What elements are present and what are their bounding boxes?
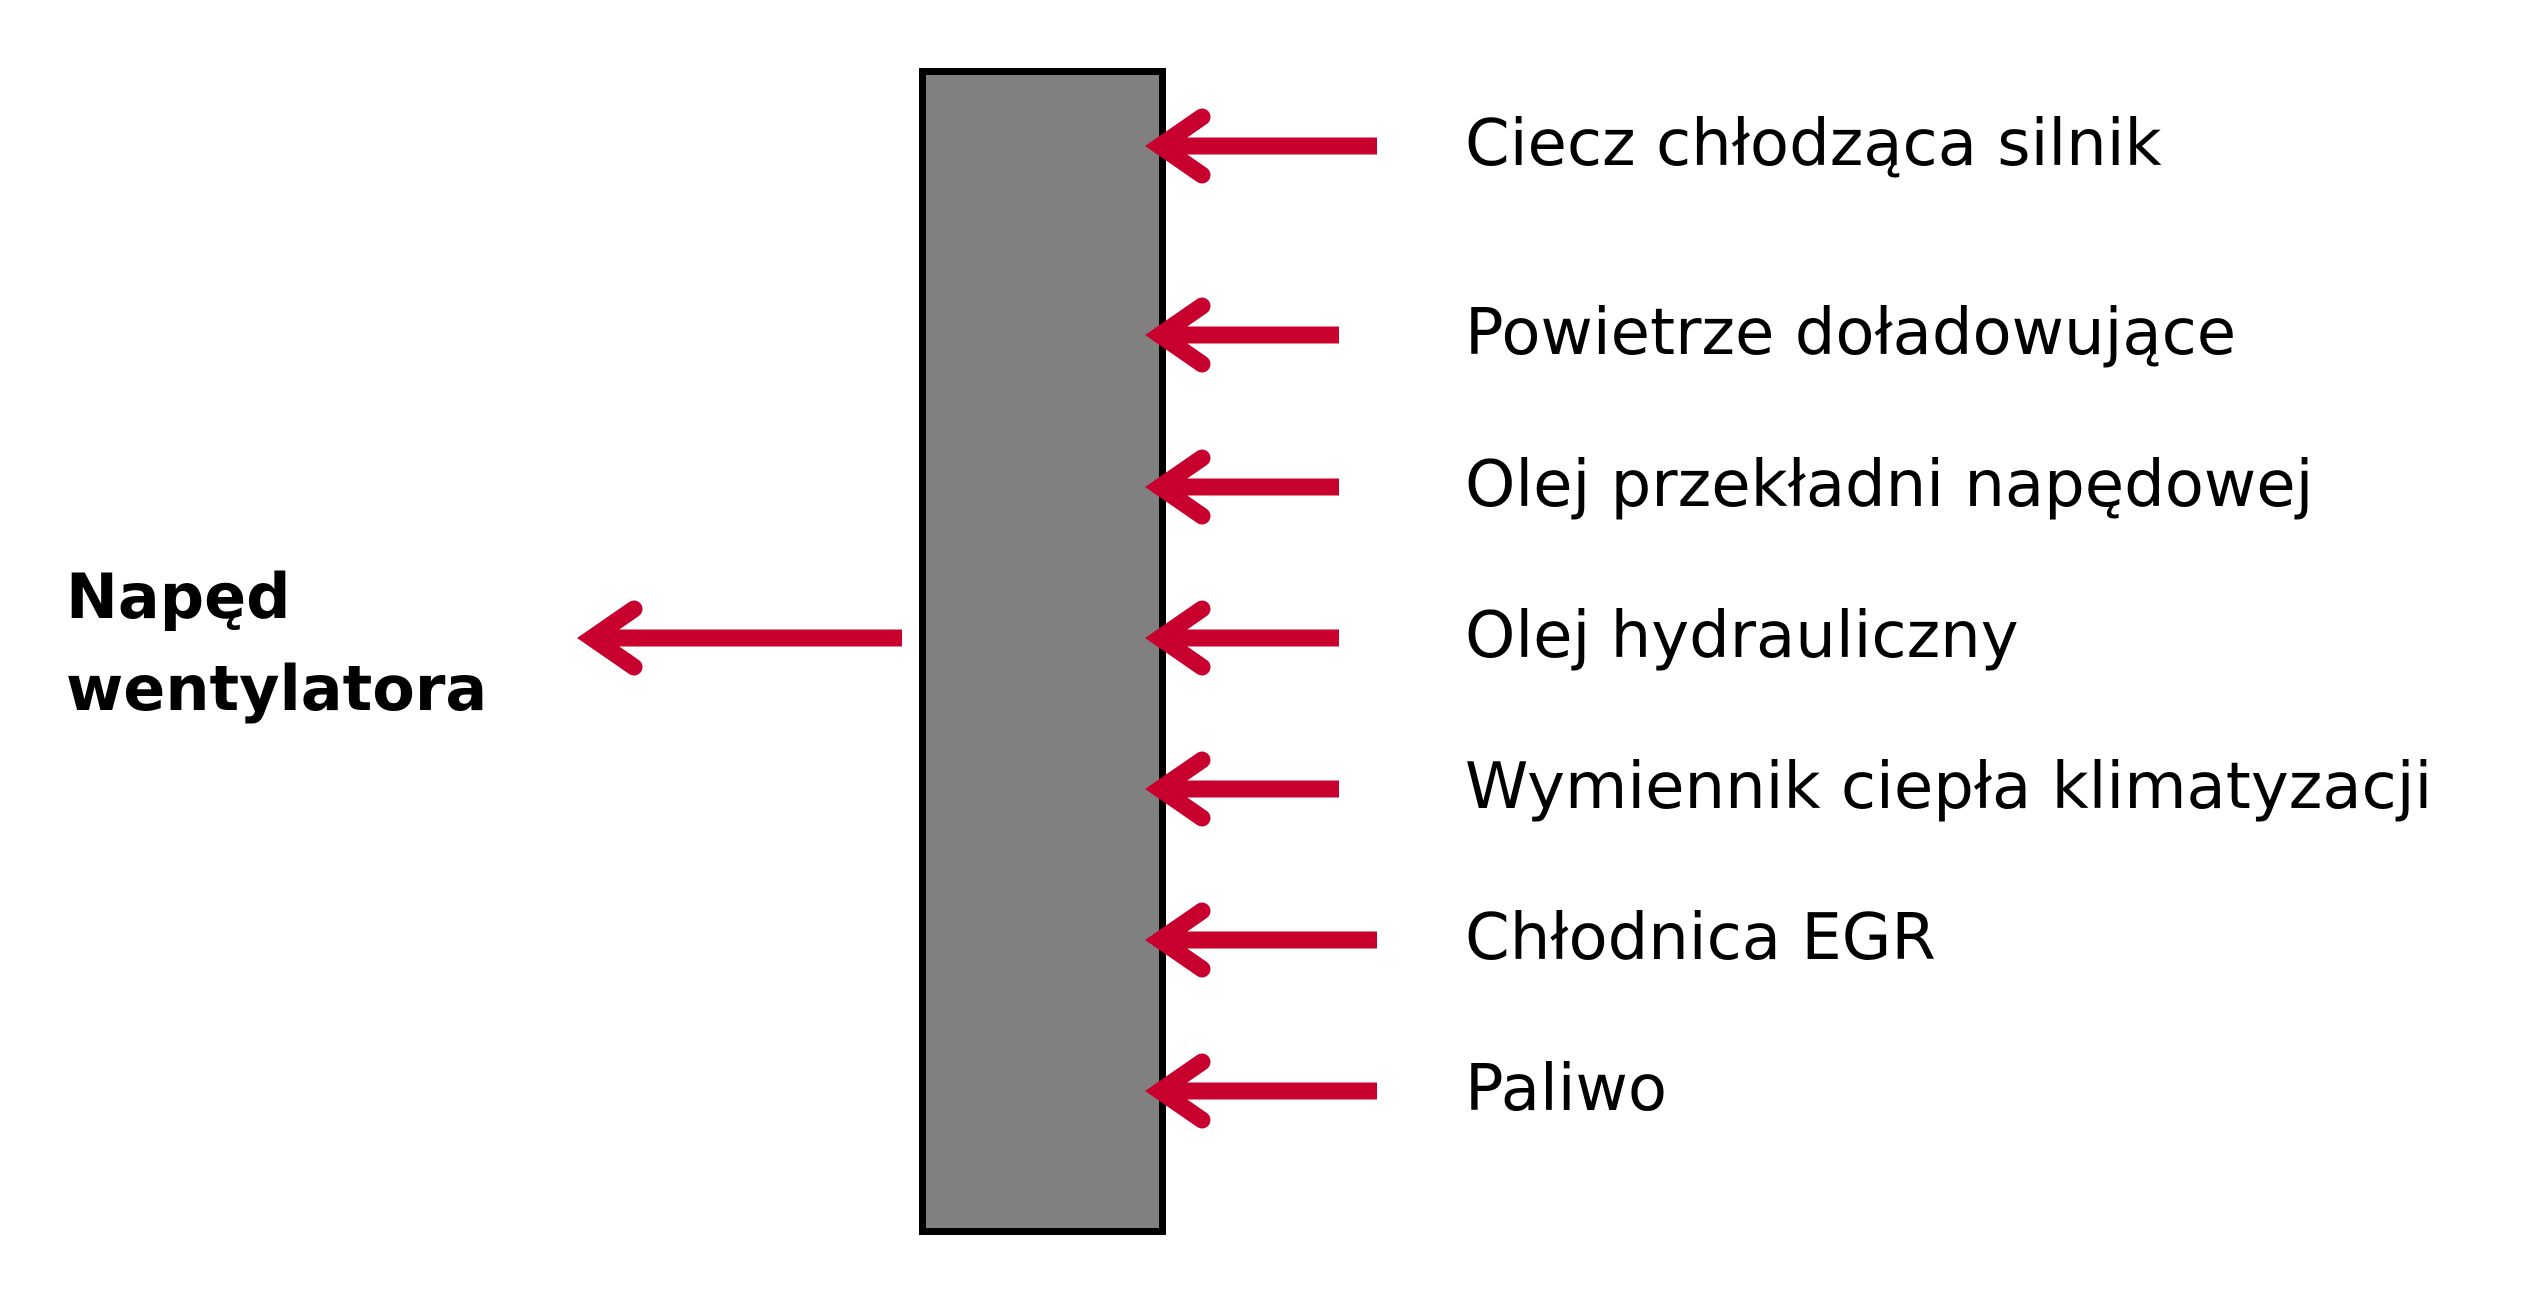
arrow-left-icon — [1145, 108, 1377, 184]
arrow-left-icon — [1145, 751, 1339, 827]
arrow-left-icon — [1145, 600, 1339, 676]
output-label-line2: wentylatora — [66, 652, 488, 725]
input-label-charge-air: Powietrze doładowujące — [1465, 296, 2237, 370]
input-label-hydraulic-oil: Olej hydrauliczny — [1465, 599, 2019, 673]
arrow-left-icon — [1145, 1053, 1377, 1129]
arrow-left-icon — [1145, 297, 1339, 373]
input-label-fuel: Paliwo — [1465, 1052, 1667, 1126]
input-label-ac-heat-exchanger: Wymiennik ciepła klimatyzacji — [1465, 750, 2433, 824]
cooling-module-block — [919, 68, 1166, 1235]
arrow-left-icon — [1145, 449, 1339, 525]
input-label-engine-coolant: Ciecz chłodząca silnik — [1465, 107, 2162, 181]
arrow-left-icon — [1145, 902, 1377, 978]
input-label-egr-cooler: Chłodnica EGR — [1465, 901, 1936, 975]
output-arrow-left-icon — [577, 600, 902, 676]
output-label-line1: Napęd — [66, 560, 291, 633]
input-label-transmission-oil: Olej przekładni napędowej — [1465, 448, 2314, 522]
